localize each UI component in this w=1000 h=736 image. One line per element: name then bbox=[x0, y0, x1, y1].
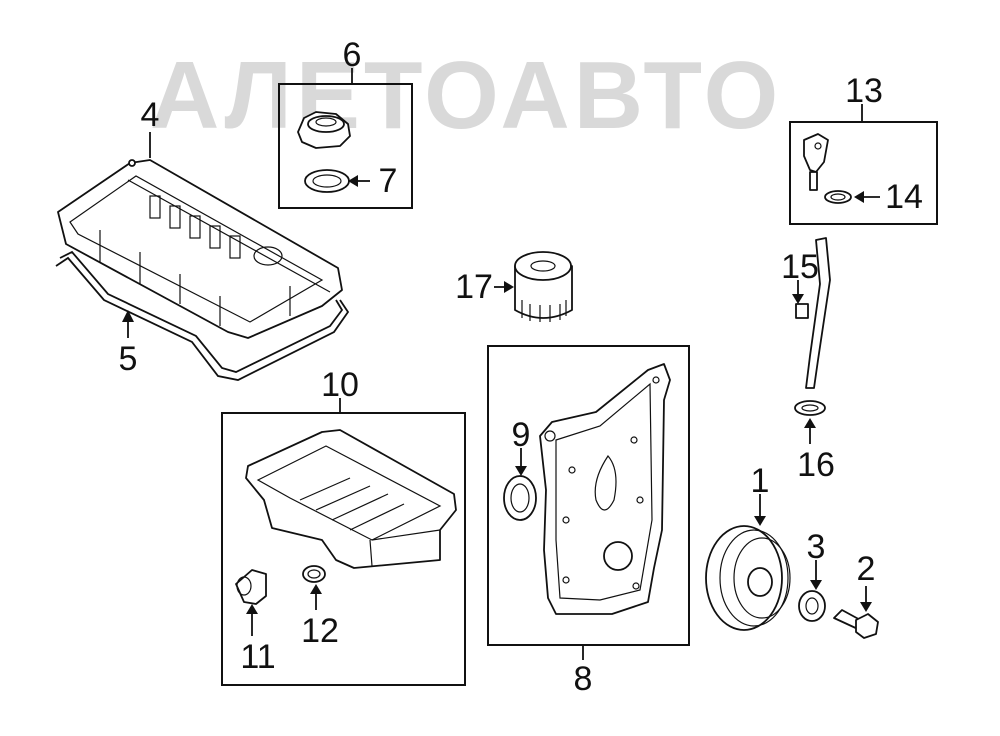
drain-plug-gasket bbox=[302, 565, 326, 583]
pulley-bolt bbox=[833, 609, 879, 639]
valve-cover bbox=[57, 159, 343, 339]
callout-5: 5 bbox=[119, 340, 138, 378]
watermark: АЛЕТОАВТО bbox=[150, 42, 782, 149]
callout-labels: 1 2 3 4 5 6 7 8 9 10 11 12 13 14 15 16 1… bbox=[119, 36, 923, 698]
pulley-washer bbox=[798, 590, 826, 622]
leader-lines bbox=[122, 68, 880, 660]
callout-13: 13 bbox=[845, 72, 883, 110]
oil-filter bbox=[514, 251, 573, 322]
crankshaft-pulley bbox=[705, 525, 791, 631]
drain-plug bbox=[235, 569, 267, 605]
callout-6: 6 bbox=[343, 36, 362, 74]
front-crank-seal bbox=[503, 475, 537, 521]
callout-17: 17 bbox=[455, 268, 493, 306]
callout-12: 12 bbox=[301, 612, 339, 650]
callout-1: 1 bbox=[751, 462, 770, 500]
valve-cover-gasket bbox=[55, 250, 350, 381]
watermark-text: АЛЕТОАВТО bbox=[150, 42, 782, 149]
callout-10: 10 bbox=[321, 366, 359, 404]
callout-7: 7 bbox=[379, 162, 398, 200]
box-oil-cap-group bbox=[278, 83, 413, 209]
callout-11: 11 bbox=[240, 638, 275, 676]
callout-9: 9 bbox=[512, 416, 531, 454]
dipstick-guide-tube bbox=[795, 237, 831, 389]
callout-14: 14 bbox=[885, 178, 923, 216]
dipstick-handle bbox=[803, 133, 829, 191]
timing-chain-cover bbox=[539, 363, 671, 615]
callout-3: 3 bbox=[807, 528, 826, 566]
cap-seal bbox=[304, 169, 350, 193]
callout-15: 15 bbox=[781, 248, 819, 286]
callout-4: 4 bbox=[141, 96, 160, 134]
box-oil-pan-group bbox=[221, 412, 466, 686]
callout-2: 2 bbox=[857, 550, 876, 588]
box-dipstick-handle-group bbox=[789, 121, 938, 225]
callout-8: 8 bbox=[574, 660, 593, 698]
tube-seal bbox=[794, 400, 826, 416]
dipstick-o-ring bbox=[824, 190, 852, 204]
oil-pan bbox=[245, 429, 457, 569]
callout-16: 16 bbox=[797, 446, 835, 484]
box-timing-cover-group bbox=[487, 345, 690, 646]
oil-filler-cap bbox=[297, 111, 351, 149]
